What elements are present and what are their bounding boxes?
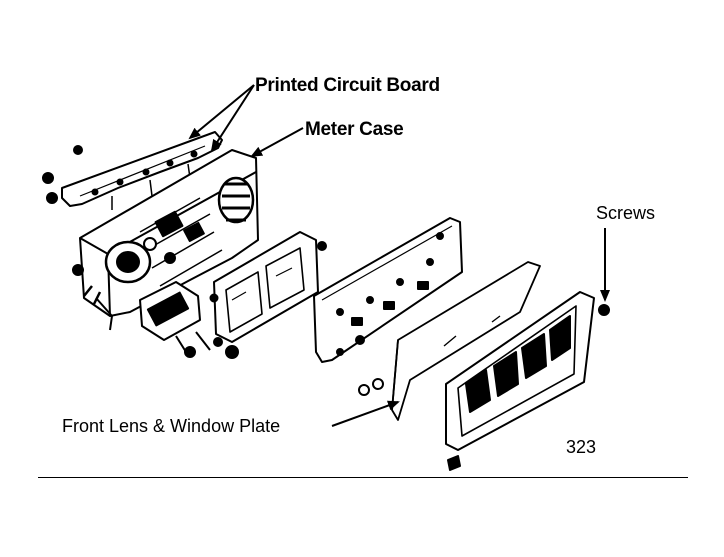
meter-case-arrow bbox=[250, 127, 304, 157]
front-lens-part bbox=[391, 261, 541, 421]
pcb-arrow-1 bbox=[188, 84, 255, 140]
circuit-plate-part bbox=[313, 217, 463, 396]
meter-case-part bbox=[72, 149, 259, 359]
bottom-rule bbox=[38, 477, 688, 478]
front-lens-label: Front Lens & Window Plate bbox=[62, 416, 281, 436]
front-lens-arrow bbox=[331, 400, 400, 427]
figure-number: 323 bbox=[566, 437, 597, 457]
meter-case-label: Meter Case bbox=[305, 119, 404, 140]
printed-circuit-board-label: Printed Circuit Board bbox=[255, 75, 440, 96]
gauge-panel-part bbox=[209, 231, 327, 343]
pcb-arrow-2 bbox=[210, 84, 255, 152]
window-plate-part bbox=[445, 291, 610, 471]
callout-arrows bbox=[188, 84, 610, 427]
screws-label: Screws bbox=[596, 203, 656, 223]
